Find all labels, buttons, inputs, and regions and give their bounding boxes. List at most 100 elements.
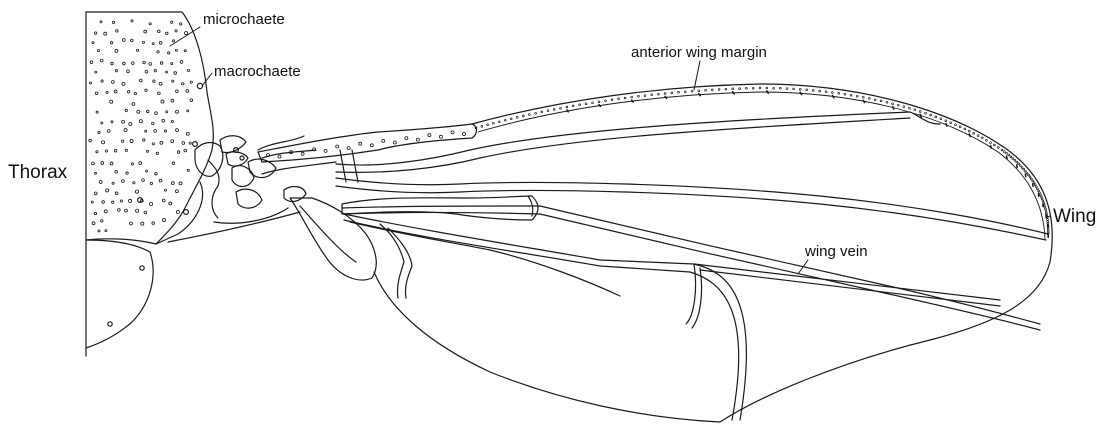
margin-bristle — [547, 110, 549, 112]
microchaete-dot — [139, 79, 142, 82]
microchaete-dot — [131, 62, 134, 65]
margin-bristle — [598, 101, 600, 103]
microchaete-dot — [89, 139, 92, 142]
costal-bristle — [278, 155, 281, 158]
microchaete-dot — [122, 39, 125, 42]
microchaete-dot — [131, 20, 133, 22]
margin-bristle — [868, 98, 870, 100]
microchaete-dot — [177, 151, 180, 154]
microchaete-dot — [187, 69, 189, 71]
microchaete-dots — [89, 20, 193, 232]
microchaete-dot — [97, 50, 99, 52]
margin-bristle — [773, 87, 775, 89]
margin-bristle — [1044, 206, 1046, 208]
vein-l2-inner — [336, 118, 910, 172]
margin-bristle — [1023, 168, 1025, 170]
microchaete-dot — [184, 50, 186, 52]
margin-bristle — [1045, 208, 1047, 210]
microchaete-dot — [176, 129, 179, 132]
microchaete-dot — [153, 80, 155, 82]
microchaete-dot — [166, 71, 168, 73]
margin-bristle — [529, 114, 531, 116]
crossvein-posterior-inner — [692, 268, 702, 328]
microchaete-dot — [145, 70, 148, 73]
margin-sensillum — [800, 92, 801, 94]
margin-bristle — [950, 122, 952, 124]
margin-bristle — [664, 93, 666, 95]
vein-l4 — [342, 206, 1040, 324]
margin-bristle — [959, 126, 961, 128]
microchaete-dot — [96, 151, 98, 153]
margin-bristle — [504, 119, 506, 121]
margin-bristle — [658, 93, 660, 95]
margin-bristle — [487, 124, 489, 126]
margin-bristle — [705, 89, 707, 91]
costal-bristle — [324, 149, 327, 152]
microchaete-dot — [146, 170, 148, 172]
microchaete-dot — [149, 23, 151, 25]
microchaete-dot — [160, 62, 163, 65]
microchaete-dot — [94, 212, 96, 214]
microchaete-dot — [116, 30, 118, 32]
thorax-label: Thorax — [8, 163, 67, 182]
microchaete-dot — [154, 130, 157, 133]
microchaete-dot — [175, 190, 178, 193]
microchaete-dot — [175, 49, 177, 51]
microchaete-dot — [125, 209, 128, 212]
microchaete-dot — [150, 182, 152, 184]
microchaete-dot — [179, 182, 182, 185]
margin-bristle — [1020, 165, 1022, 167]
margin-bristle — [498, 121, 500, 123]
microchaete-dot — [176, 110, 179, 113]
costal-bristle — [405, 137, 408, 140]
microchaete-dot — [159, 41, 162, 44]
microchaete-dot — [105, 150, 107, 152]
microchaete-dot — [182, 142, 185, 145]
microchaete-dot — [169, 202, 172, 205]
wing-label: Wing — [1053, 207, 1096, 226]
margin-bristle — [746, 87, 748, 89]
margin-bristle — [973, 132, 975, 134]
microchaete-dot — [136, 49, 138, 51]
wing-hinge — [156, 136, 336, 244]
margin-bristle — [909, 107, 911, 109]
costal-bristle — [359, 142, 362, 145]
costal-bristle — [439, 135, 442, 138]
microchaete-dot — [90, 61, 93, 64]
margin-bristle — [535, 112, 537, 114]
margin-bristle — [566, 106, 568, 108]
microchaete-dot — [131, 163, 133, 165]
microchaete-dot — [129, 122, 132, 125]
microchaete-dot — [129, 199, 132, 202]
microchaete-dot — [122, 140, 124, 142]
macrochaete-6 — [108, 322, 112, 326]
margin-bristle — [825, 91, 827, 93]
microchaete-dot — [96, 111, 98, 113]
microchaete-dot — [150, 202, 153, 205]
margin-bristle — [935, 116, 937, 118]
macrochaete-4 — [138, 198, 143, 203]
margin-bristle — [1032, 180, 1034, 182]
microchaete-dot — [92, 42, 94, 44]
microchaete-dot — [155, 112, 158, 115]
microchaete-dot — [172, 162, 175, 165]
microchaete-dot — [92, 222, 95, 225]
microchaete-dot — [152, 222, 155, 225]
costal-bristle — [451, 131, 454, 134]
margin-bristle — [964, 128, 966, 130]
margin-sensillum — [920, 115, 921, 117]
microchaete-dot — [186, 132, 189, 135]
microchaete-dot — [158, 30, 161, 33]
margin-bristle — [919, 111, 921, 113]
microchaete-dot — [160, 141, 163, 144]
wing-vein-label: wing vein — [805, 244, 868, 259]
microchaete-dot — [152, 143, 154, 145]
microchaete-dot — [171, 182, 174, 185]
margin-bristle — [832, 92, 834, 94]
margin-bristle — [711, 89, 713, 91]
microchaete-dot — [98, 131, 100, 133]
margin-sensillum — [699, 94, 701, 96]
microchaete-dot — [104, 210, 107, 213]
microchaete-dot — [137, 110, 140, 113]
microchaete-dot — [184, 149, 187, 152]
